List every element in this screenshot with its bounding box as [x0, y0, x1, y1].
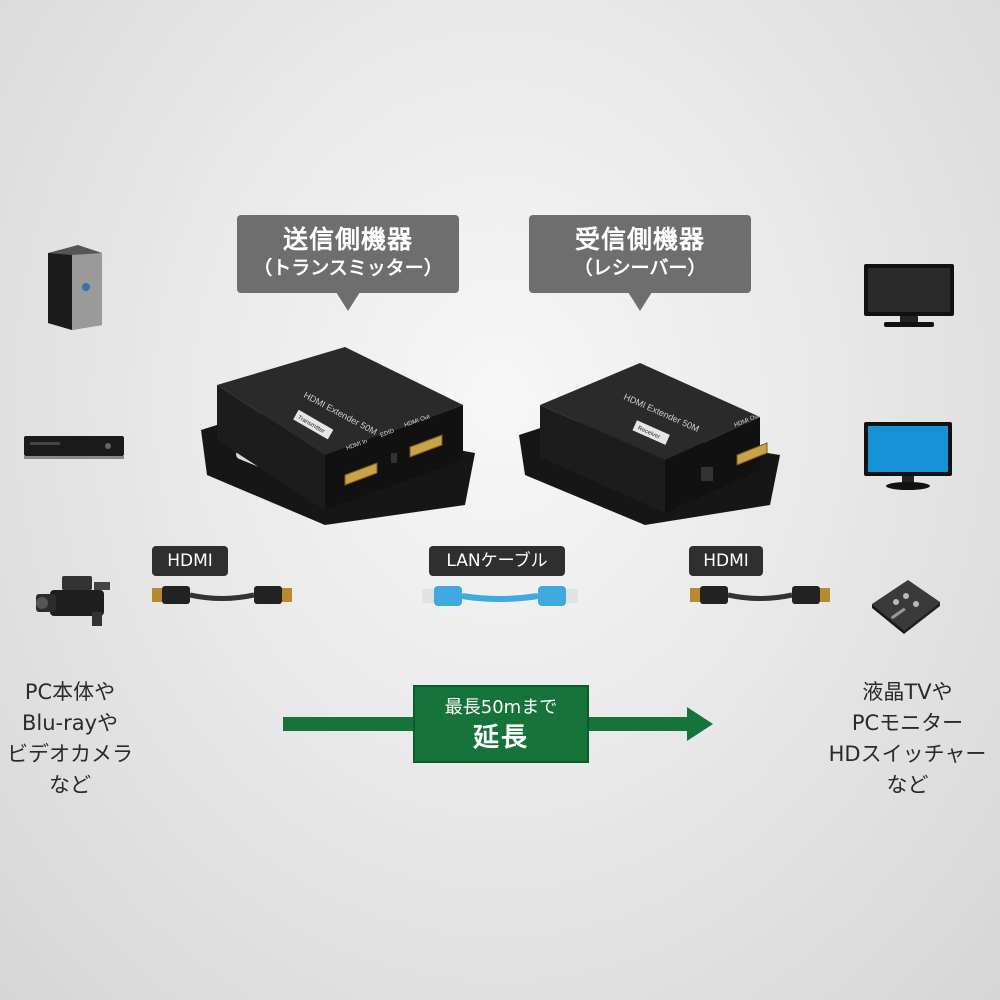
display-caption-line: PCモニター: [851, 711, 964, 735]
transmitter-title: 送信側機器: [282, 225, 413, 254]
hdmi-cable-tag-right: HDMI: [689, 546, 763, 576]
lan-cable: [422, 586, 578, 606]
transmitter-device: HDMI Extender 50M Transmitter HDMI In ED…: [201, 347, 475, 525]
hdmi-cable-left: [152, 586, 292, 604]
pc-monitor-icon: [864, 422, 952, 490]
hd-switcher-icon: [872, 580, 940, 634]
video-camera-icon: [36, 576, 110, 626]
display-caption: 液晶TVや PCモニター HDスイッチャー など: [815, 677, 1000, 801]
transmitter-port-edid-label: EDID: [380, 428, 396, 439]
transmitter-hdmi-out-port: [409, 434, 443, 458]
receiver-subtitle: （レシーバー）: [573, 257, 707, 279]
pc-tower-icon: [48, 245, 102, 330]
receiver-power-jack: [701, 467, 713, 481]
source-caption-line: ビデオカメラ: [7, 742, 133, 766]
transmitter-subtitle: （トランスミッター）: [253, 257, 443, 279]
hdmi-cable-tag-left: HDMI: [152, 546, 228, 576]
source-caption: PC本体や Blu-rayや ビデオカメラ など: [0, 677, 140, 801]
source-caption-line: PC本体や: [24, 680, 116, 704]
receiver-device: HDMI Extender 50M Receiver HDMI Out: [519, 363, 780, 525]
lan-cable-tag: LANケーブル: [429, 546, 565, 576]
extension-line1: 最長50mまで: [444, 697, 558, 718]
receiver-title: 受信側機器: [574, 225, 705, 254]
source-caption-line: Blu-rayや: [21, 711, 119, 735]
receiver-label-plate: [632, 420, 670, 445]
transmitter-bubble: 送信側機器 （トランスミッター）: [237, 215, 459, 293]
display-caption-line: HDスイッチャー: [828, 742, 987, 766]
receiver-bubble: 受信側機器 （レシーバー）: [529, 215, 751, 293]
extension-line2: 延長: [472, 723, 529, 753]
transmitter-label-plate: [293, 409, 334, 440]
receiver-hdmi-out-port: [736, 442, 768, 466]
transmitter-edid-switch: [391, 453, 397, 463]
hdmi-cable-right: [690, 586, 830, 604]
source-caption-line: など: [49, 773, 91, 797]
display-caption-line: 液晶TVや: [862, 680, 953, 704]
display-caption-line: など: [886, 773, 929, 797]
tv-icon: [864, 264, 954, 327]
transmitter-hdmi-in-port: [344, 462, 378, 486]
bluray-player-icon: [24, 436, 124, 459]
extension-badge: 最長50mまで 延長: [413, 685, 589, 763]
